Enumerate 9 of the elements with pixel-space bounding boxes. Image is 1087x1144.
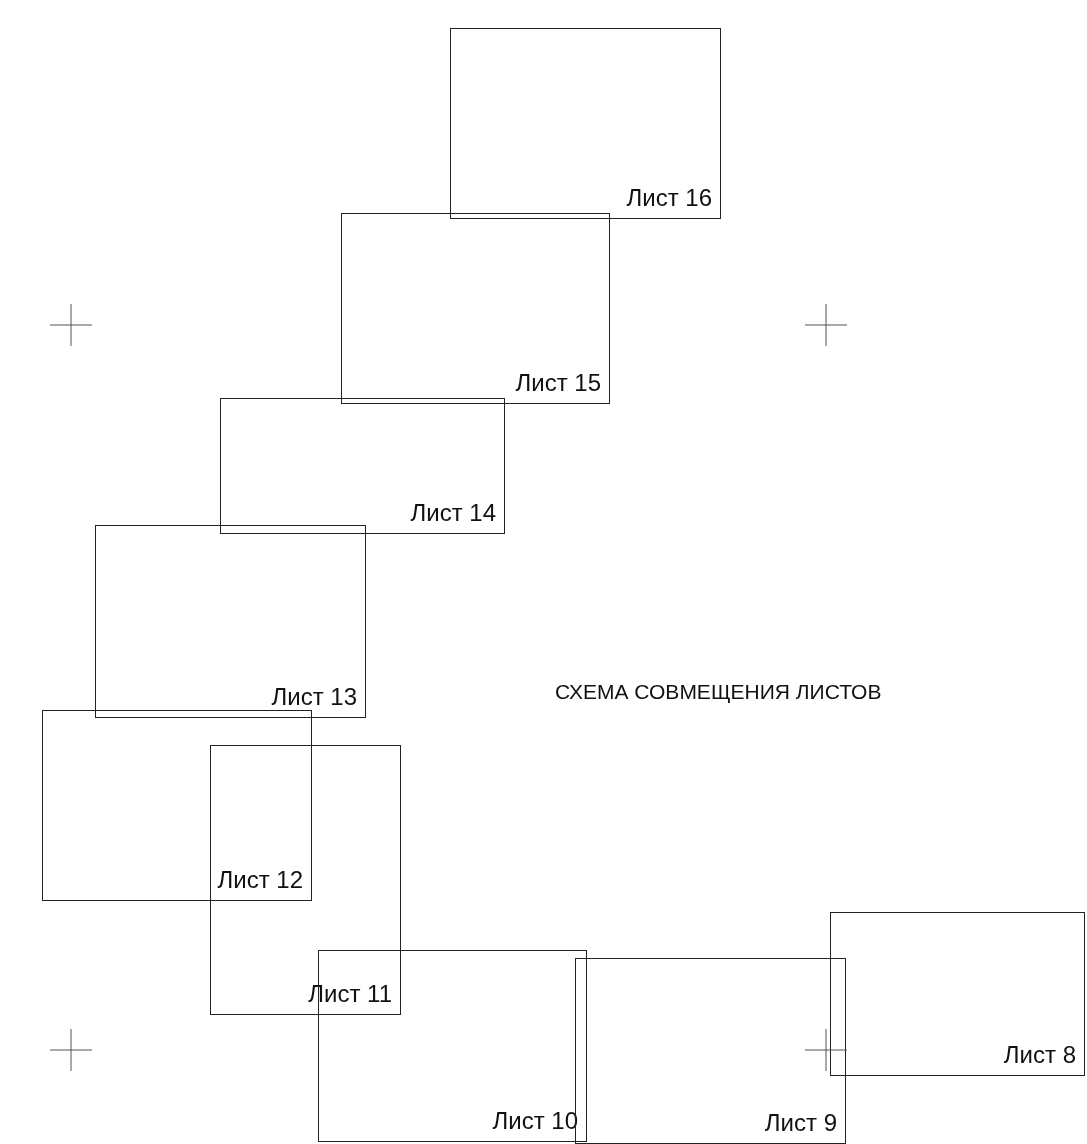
sheet-outline: [42, 710, 312, 901]
sheet-outline: [95, 525, 366, 718]
sheet-outline: [450, 28, 721, 219]
sheet-outline: [341, 213, 610, 404]
sheet-outline: [830, 912, 1085, 1076]
sheet-outline: [220, 398, 505, 534]
sheet-outline: [210, 745, 401, 1015]
sheet-outline: [575, 958, 846, 1144]
scheme-title: СХЕМА СОВМЕЩЕНИЯ ЛИСТОВ: [555, 680, 882, 704]
